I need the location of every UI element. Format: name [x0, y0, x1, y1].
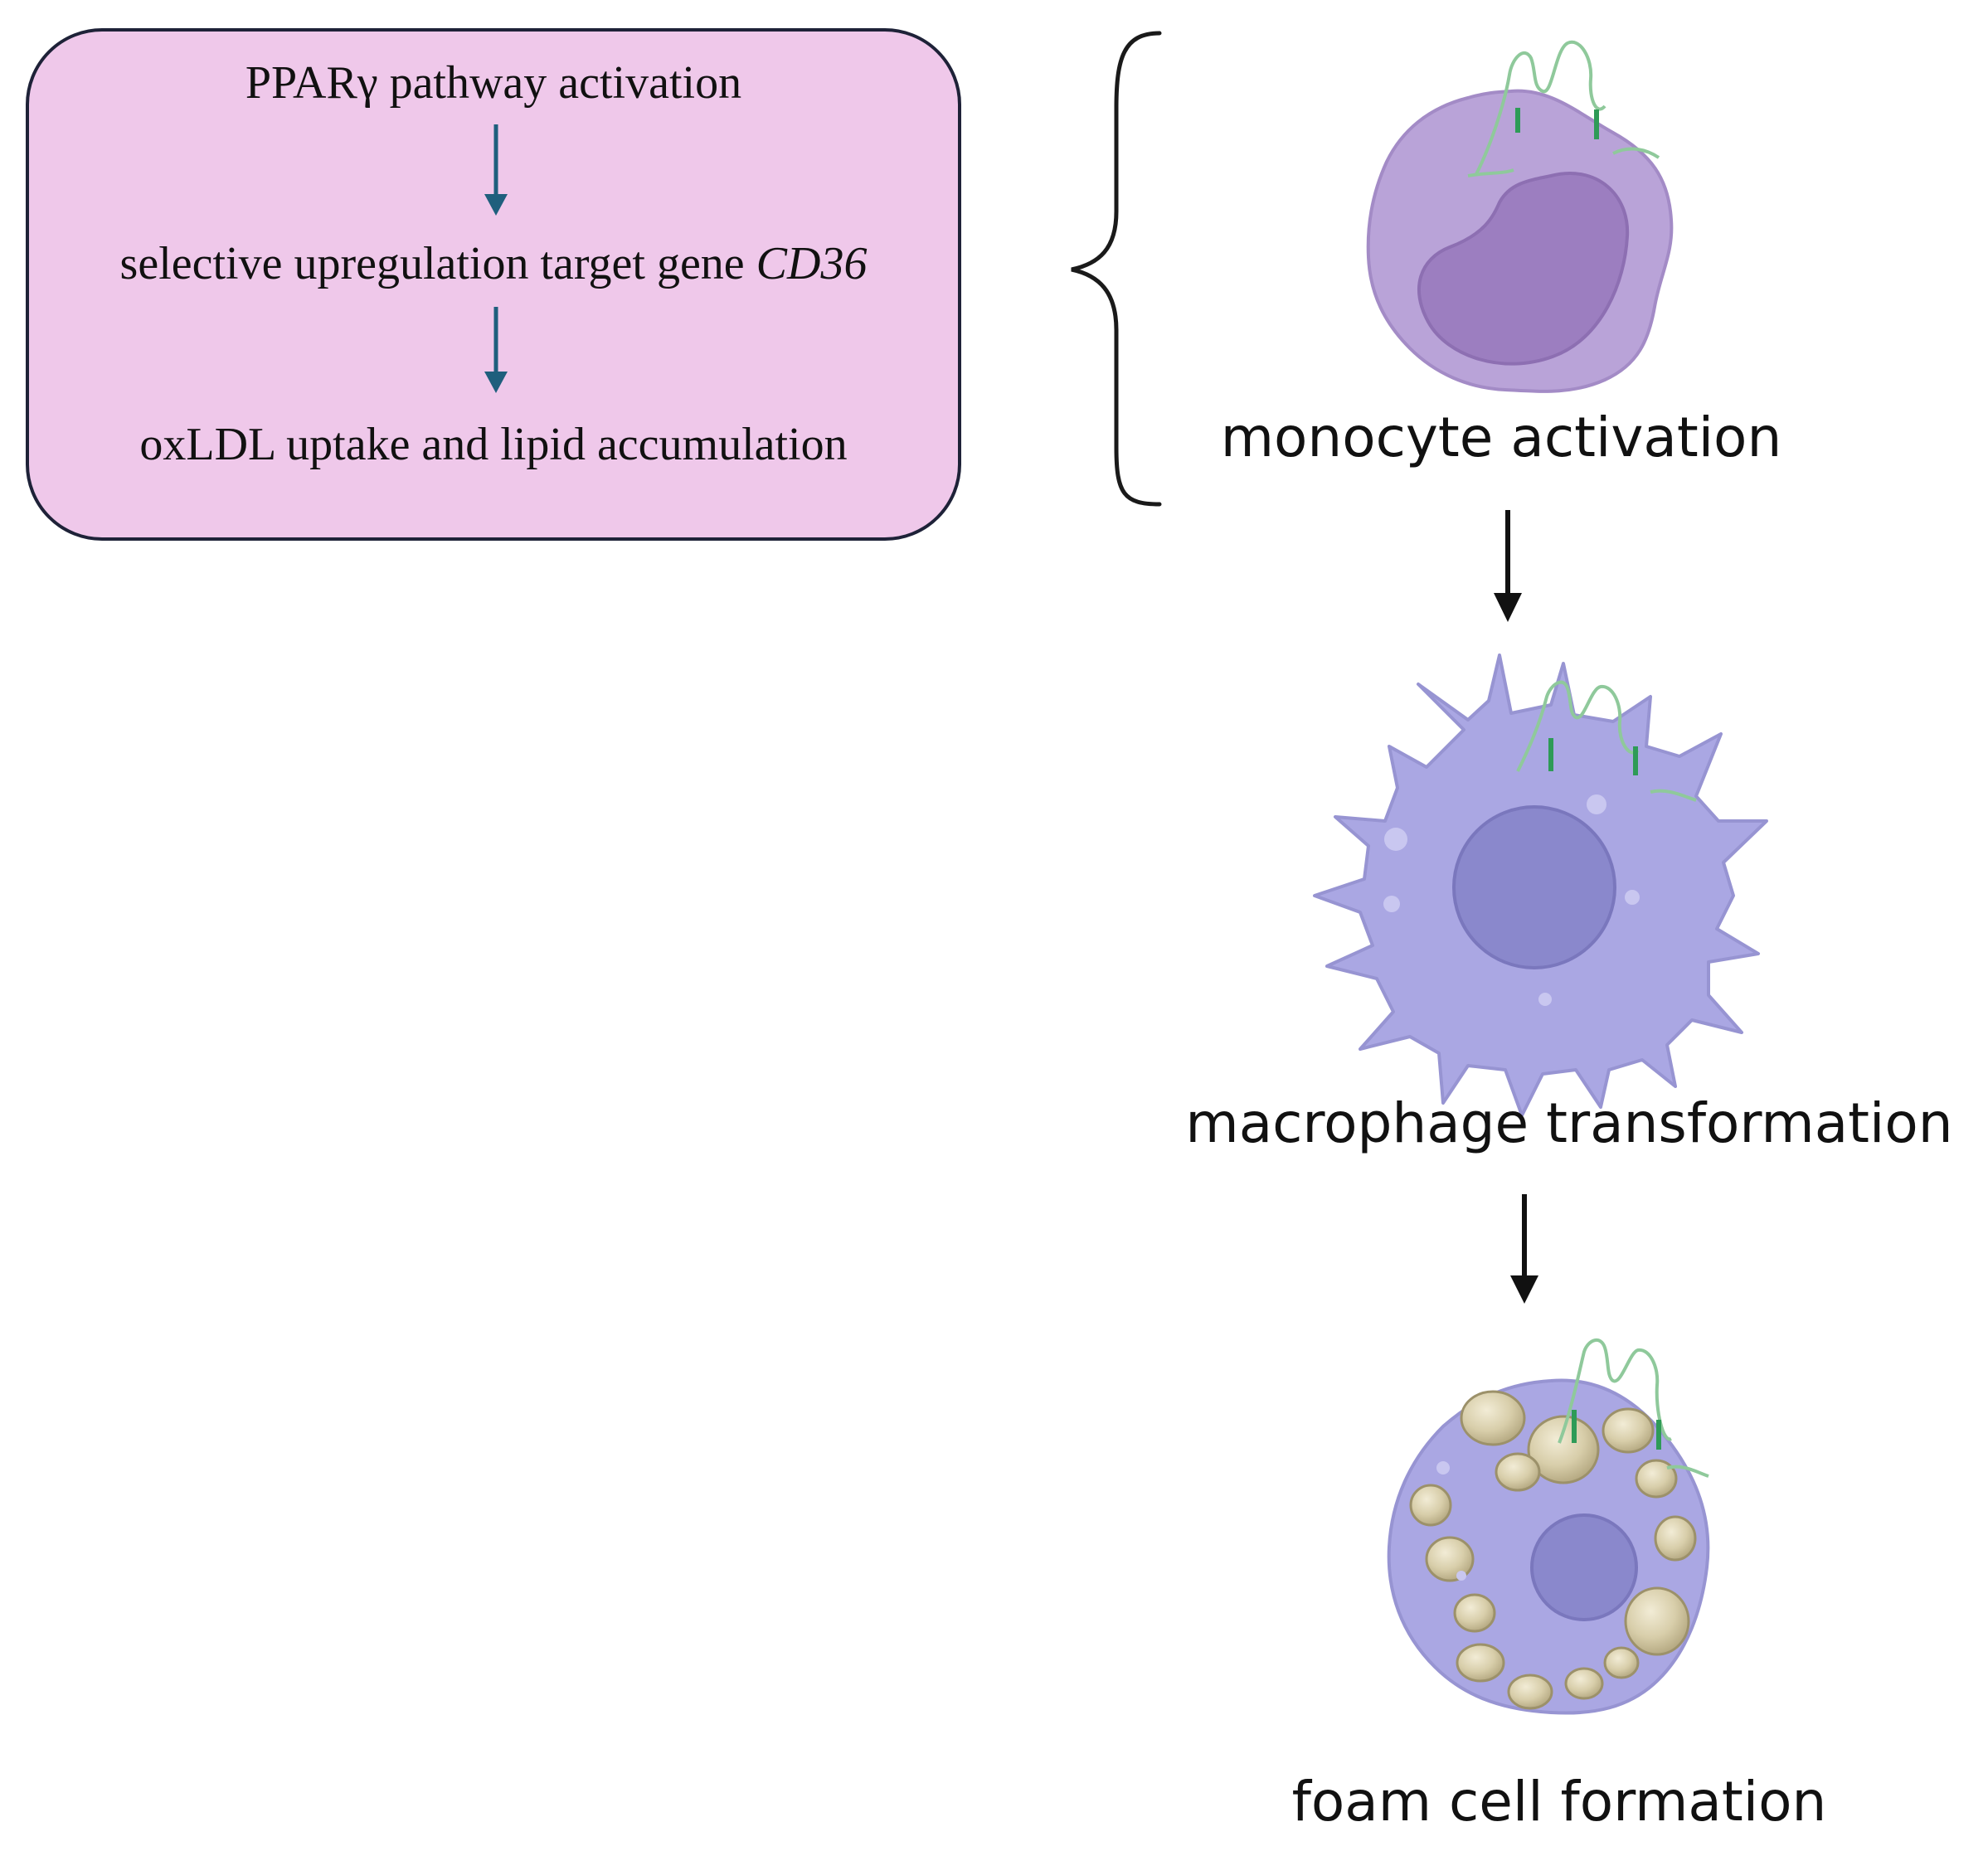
pathway-step-cd36-prefix: selective upregulation target gene [119, 238, 756, 289]
macrophage-cell-icon [1313, 653, 1768, 1117]
curly-brace [1071, 31, 1162, 507]
label-monocyte-activation: monocyte activation [1220, 406, 1782, 469]
stage-arrow-1 [1494, 510, 1522, 622]
cd36-gene-label: CD36 [756, 238, 868, 289]
pathway-step-cd36: selective upregulation target gene CD36 [26, 240, 961, 287]
stage-arrow-2 [1510, 1194, 1538, 1304]
label-macrophage-transformation: macrophage transformation [1185, 1091, 1953, 1155]
pathway-step-ppar: PPARγ pathway activation [245, 57, 742, 109]
label-foam-cell-formation: foam cell formation [1291, 1770, 1827, 1834]
pathway-arrow-1 [484, 124, 508, 216]
pathway-arrow-2 [484, 307, 508, 393]
pathway-step-oxldl: oxLDL uptake and lipid accumulation [139, 419, 848, 470]
foam-cell-icon [1387, 1338, 1710, 1715]
monocyte-cell-icon [1366, 40, 1674, 393]
pathway-box [26, 28, 961, 541]
